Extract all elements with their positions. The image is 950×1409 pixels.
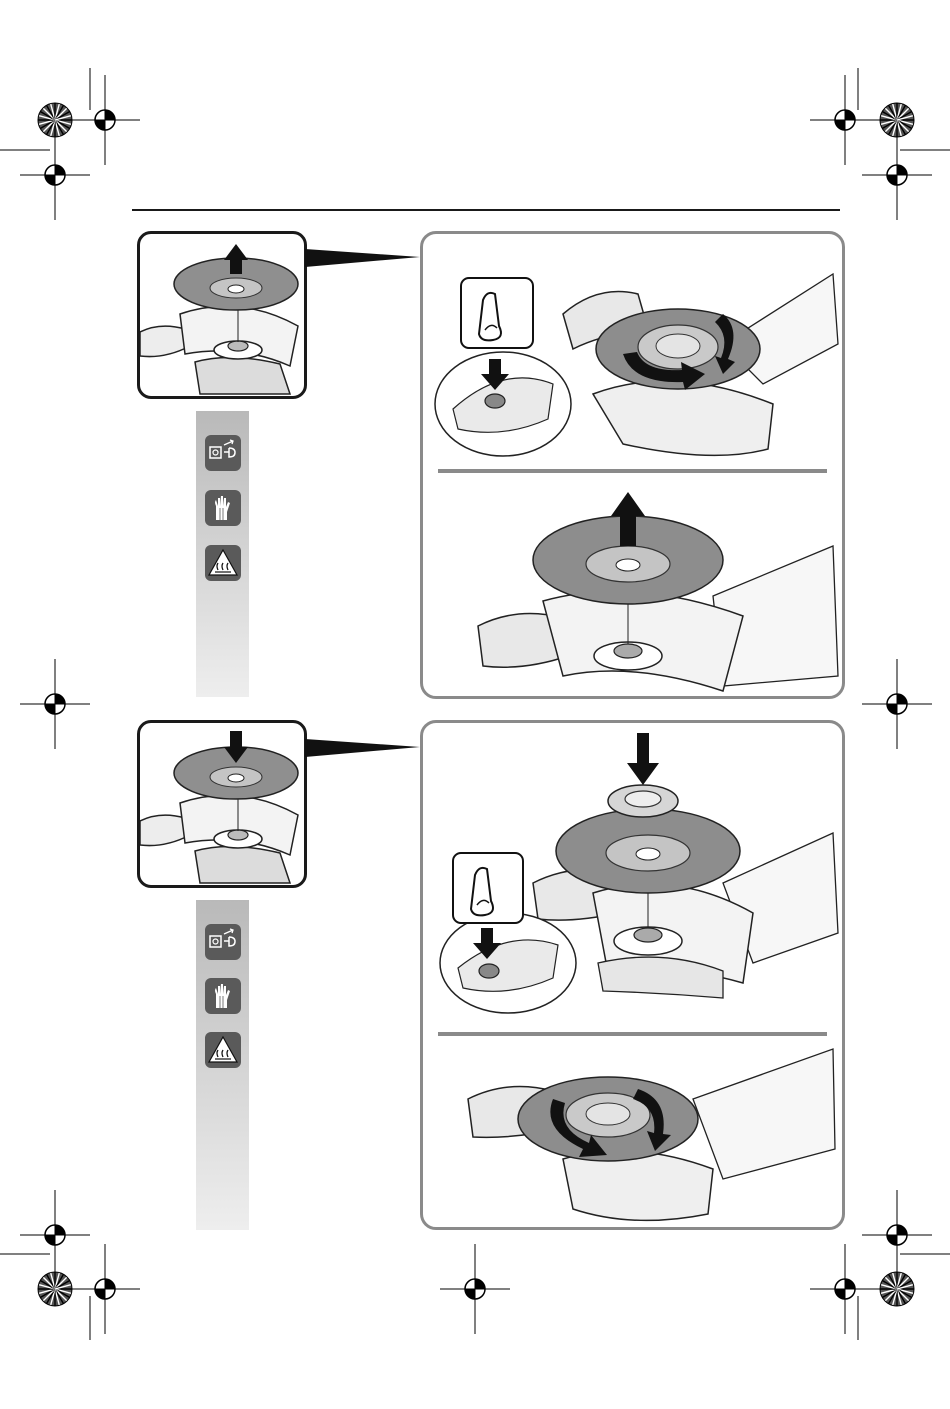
step1-connector: [305, 245, 423, 270]
panel-divider: [438, 469, 827, 473]
gloves-icon: [205, 978, 241, 1014]
step1-instruction-panel: [420, 231, 845, 699]
step2-symbol-strip: [196, 900, 249, 1230]
panel-divider: [438, 1032, 827, 1036]
step1-thumbnail: [137, 231, 307, 399]
unplug-icon: [205, 924, 241, 960]
step2-instruction-panel: [420, 720, 845, 1230]
view-lift-disc-off: [423, 476, 842, 698]
step1-symbol-strip: [196, 411, 249, 697]
hot-surface-warning-icon: [205, 1032, 241, 1068]
gloves-icon: [205, 490, 241, 526]
step2-thumbnail: [137, 720, 307, 888]
hot-surface-warning-icon: [205, 545, 241, 581]
down-arrow-icon: [627, 733, 659, 785]
step2-connector: [305, 735, 423, 760]
unplug-icon: [205, 435, 241, 471]
header-rule: [132, 209, 840, 211]
view-press-lock-and-unscrew: [423, 234, 842, 469]
view-place-disc-and-nut: [423, 723, 842, 1028]
view-tighten-nut: [423, 1039, 842, 1229]
